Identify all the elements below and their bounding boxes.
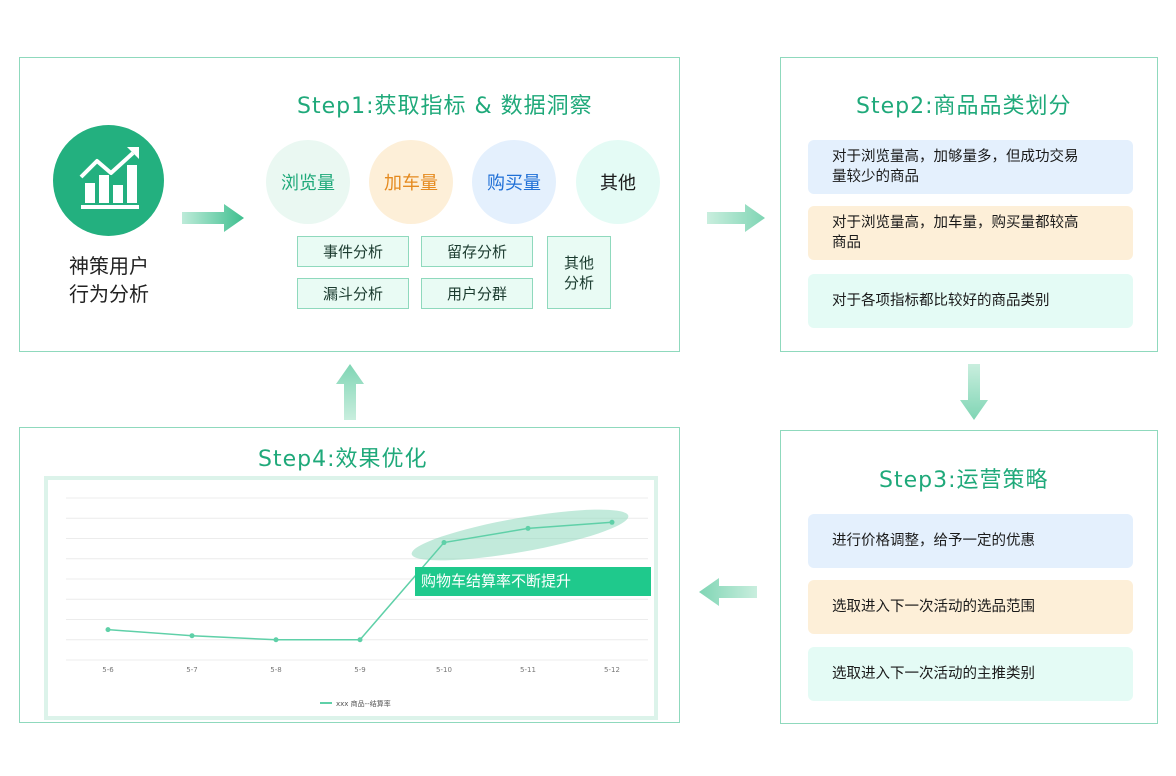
step4-panel: Step4:效果优化 5-6 5-7 5-8 5-9 5-10 5-11 5-12 xxx …	[19, 427, 680, 723]
step4-title: Step4:效果优化	[258, 447, 428, 472]
metric-add-to-cart: 加车量	[369, 140, 453, 224]
metric-other: 其他	[576, 140, 660, 224]
data-point-5-7	[189, 633, 195, 639]
metric-views-label: 浏览量	[281, 173, 335, 194]
right-arrow-icon	[707, 204, 765, 232]
chart-series	[105, 519, 615, 643]
step2-panel: Step2:商品品类划分 对于浏览量高，加够量多，但成功交易 量较少的商品 对于…	[780, 57, 1158, 352]
data-point-5-11	[525, 525, 531, 531]
line-chart-svg: 5-6 5-7 5-8 5-9 5-10 5-11 5-12 xxx 商品--结算率	[66, 497, 648, 708]
step3-panel: Step3:运营策略 进行价格调整，给予一定的优惠 选取进入下一次活动的选品范围…	[780, 430, 1158, 724]
left-arrow-icon	[699, 578, 757, 606]
up-arrow-icon	[336, 364, 364, 420]
step3-title: Step3:运营策略	[879, 468, 1049, 493]
tag-user-segmentation: 用户分群	[421, 278, 533, 309]
logo-label-line2: 行为分析	[69, 282, 149, 306]
tag-other-line1: 其他	[563, 253, 594, 272]
x-tick-label: 5-10	[436, 666, 452, 674]
data-point-5-10	[441, 540, 447, 546]
x-axis-labels: 5-6 5-7 5-8 5-9 5-10 5-11 5-12	[102, 666, 620, 674]
step2-note-1-line1: 对于浏览量高，加够量多，但成功交易	[832, 149, 1079, 165]
tag-other-line2: 分析	[563, 273, 594, 292]
step2-note-1: 对于浏览量高，加够量多，但成功交易 量较少的商品	[808, 140, 1133, 194]
right-arrow-icon	[182, 204, 244, 232]
trend-highlight	[411, 509, 629, 561]
tag-event-analysis: 事件分析	[297, 236, 409, 267]
down-arrow-icon	[960, 364, 988, 420]
tag-retention-analysis: 留存分析	[421, 236, 533, 267]
metric-views: 浏览量	[266, 140, 350, 224]
data-point-5-9	[357, 637, 363, 643]
tag-funnel-analysis: 漏斗分析	[297, 278, 409, 309]
metric-purchases-label: 购买量	[487, 173, 541, 194]
x-tick-label: 5-7	[186, 666, 197, 674]
trend-callout: 购物车结算率不断提升	[415, 567, 651, 596]
step3-note-1: 进行价格调整，给予一定的优惠	[808, 514, 1133, 568]
step3-note-3: 选取进入下一次活动的主推类别	[808, 647, 1133, 701]
step2-note-3-line1: 对于各项指标都比较好的商品类别	[832, 293, 1050, 309]
step1-panel: Step1:获取指标 & 数据洞察 神策用户 行为分析 浏览量 加车量 购买量 …	[19, 57, 680, 352]
metric-purchases: 购买量	[472, 140, 556, 224]
metric-other-label: 其他	[600, 173, 636, 194]
data-point-5-6	[105, 627, 111, 633]
data-point-5-8	[273, 637, 279, 643]
step2-note-2: 对于浏览量高，加车量，购买量都较高 商品	[808, 206, 1133, 260]
x-tick-label: 5-9	[354, 666, 365, 674]
logo-label-line1: 神策用户	[69, 254, 149, 278]
bar-chart-trend-icon	[79, 147, 139, 209]
step2-title: Step2:商品品类划分	[856, 94, 1072, 119]
x-tick-label: 5-8	[270, 666, 281, 674]
line-chart: 5-6 5-7 5-8 5-9 5-10 5-11 5-12 xxx 商品--结算率 购物车…	[44, 476, 658, 720]
step2-note-2-line2: 商品	[832, 235, 861, 251]
data-point-5-12	[609, 519, 615, 525]
x-tick-label: 5-6	[102, 666, 114, 674]
step2-note-3: 对于各项指标都比较好的商品类别	[808, 274, 1133, 328]
x-tick-label: 5-12	[604, 666, 620, 674]
tag-other-analysis: 其他 分析	[547, 236, 611, 309]
x-tick-label: 5-11	[520, 666, 536, 674]
metric-add-to-cart-label: 加车量	[384, 173, 438, 194]
legend-label: xxx 商品--结算率	[336, 699, 391, 708]
step3-note-2: 选取进入下一次活动的选品范围	[808, 580, 1133, 634]
step2-note-1-line2: 量较少的商品	[832, 169, 919, 185]
step2-note-2-line1: 对于浏览量高，加车量，购买量都较高	[832, 215, 1079, 231]
logo-badge	[53, 125, 164, 236]
step1-title: Step1:获取指标 & 数据洞察	[297, 94, 593, 119]
logo-label: 神策用户 行为分析	[44, 252, 174, 308]
